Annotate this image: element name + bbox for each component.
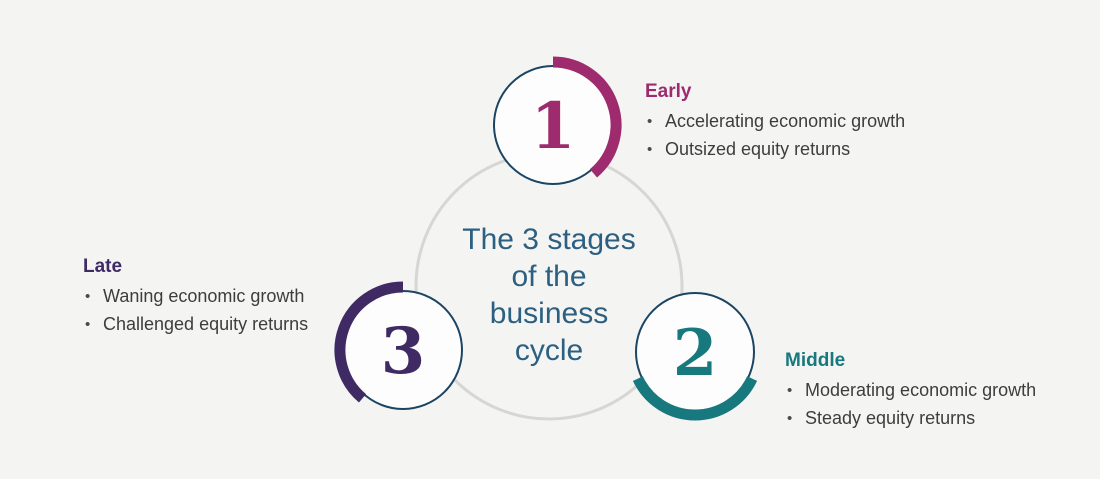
bullet-icon: • [787, 409, 793, 427]
list-item: • Outsized equity returns [645, 136, 905, 164]
stage-late-text-block: Late • Waning economic growth • Challeng… [83, 256, 308, 338]
bullet-icon: • [787, 382, 793, 399]
list-item: • Accelerating economic growth [645, 108, 905, 136]
stage-late-label: Late [83, 256, 123, 277]
stage-early-bullet-1: Accelerating economic growth [665, 111, 906, 131]
stage-3-node: 3 [334, 281, 463, 410]
stage-1-number: 1 [531, 89, 576, 164]
stage-early-label: Early [645, 81, 692, 102]
stage-middle-bullet-1: Moderating economic growth [805, 380, 1037, 400]
bullet-icon: • [85, 315, 91, 333]
stage-2-arc [632, 376, 758, 421]
stage-3-number: 3 [381, 314, 426, 389]
title-line: business [489, 297, 609, 330]
stage-2-number: 2 [673, 316, 718, 391]
bullet-icon: • [647, 140, 653, 158]
stage-middle-text-block: Middle • Moderating economic growth • St… [785, 350, 1036, 432]
title-line: cycle [514, 334, 584, 367]
stage-middle-bullet-2: Steady equity returns [805, 407, 976, 428]
stage-3-arc [334, 281, 404, 403]
bullet-icon: • [85, 288, 91, 305]
bullet-icon: • [647, 113, 653, 130]
list-item: • Moderating economic growth [785, 377, 1036, 405]
diagram-title: The 3 stages of the business cycle [389, 221, 709, 369]
stage-middle-label: Middle [785, 350, 846, 371]
stage-early-text-block: Early • Accelerating economic growth • O… [645, 81, 905, 163]
list-item: • Challenged equity returns [83, 311, 308, 339]
stage-1-arc [552, 56, 622, 178]
title-line: The 3 stages [462, 223, 636, 256]
stage-1-node: 1 [493, 56, 622, 185]
list-item: • Steady equity returns [785, 405, 1036, 433]
stage-late-bullet-2: Challenged equity returns [103, 313, 309, 334]
stage-2-node: 2 [632, 292, 758, 421]
stage-late-bullet-1: Waning economic growth [103, 286, 305, 306]
title-line: of the [511, 260, 587, 293]
list-item: • Waning economic growth [83, 283, 308, 311]
stage-early-bullet-2: Outsized equity returns [665, 138, 851, 159]
